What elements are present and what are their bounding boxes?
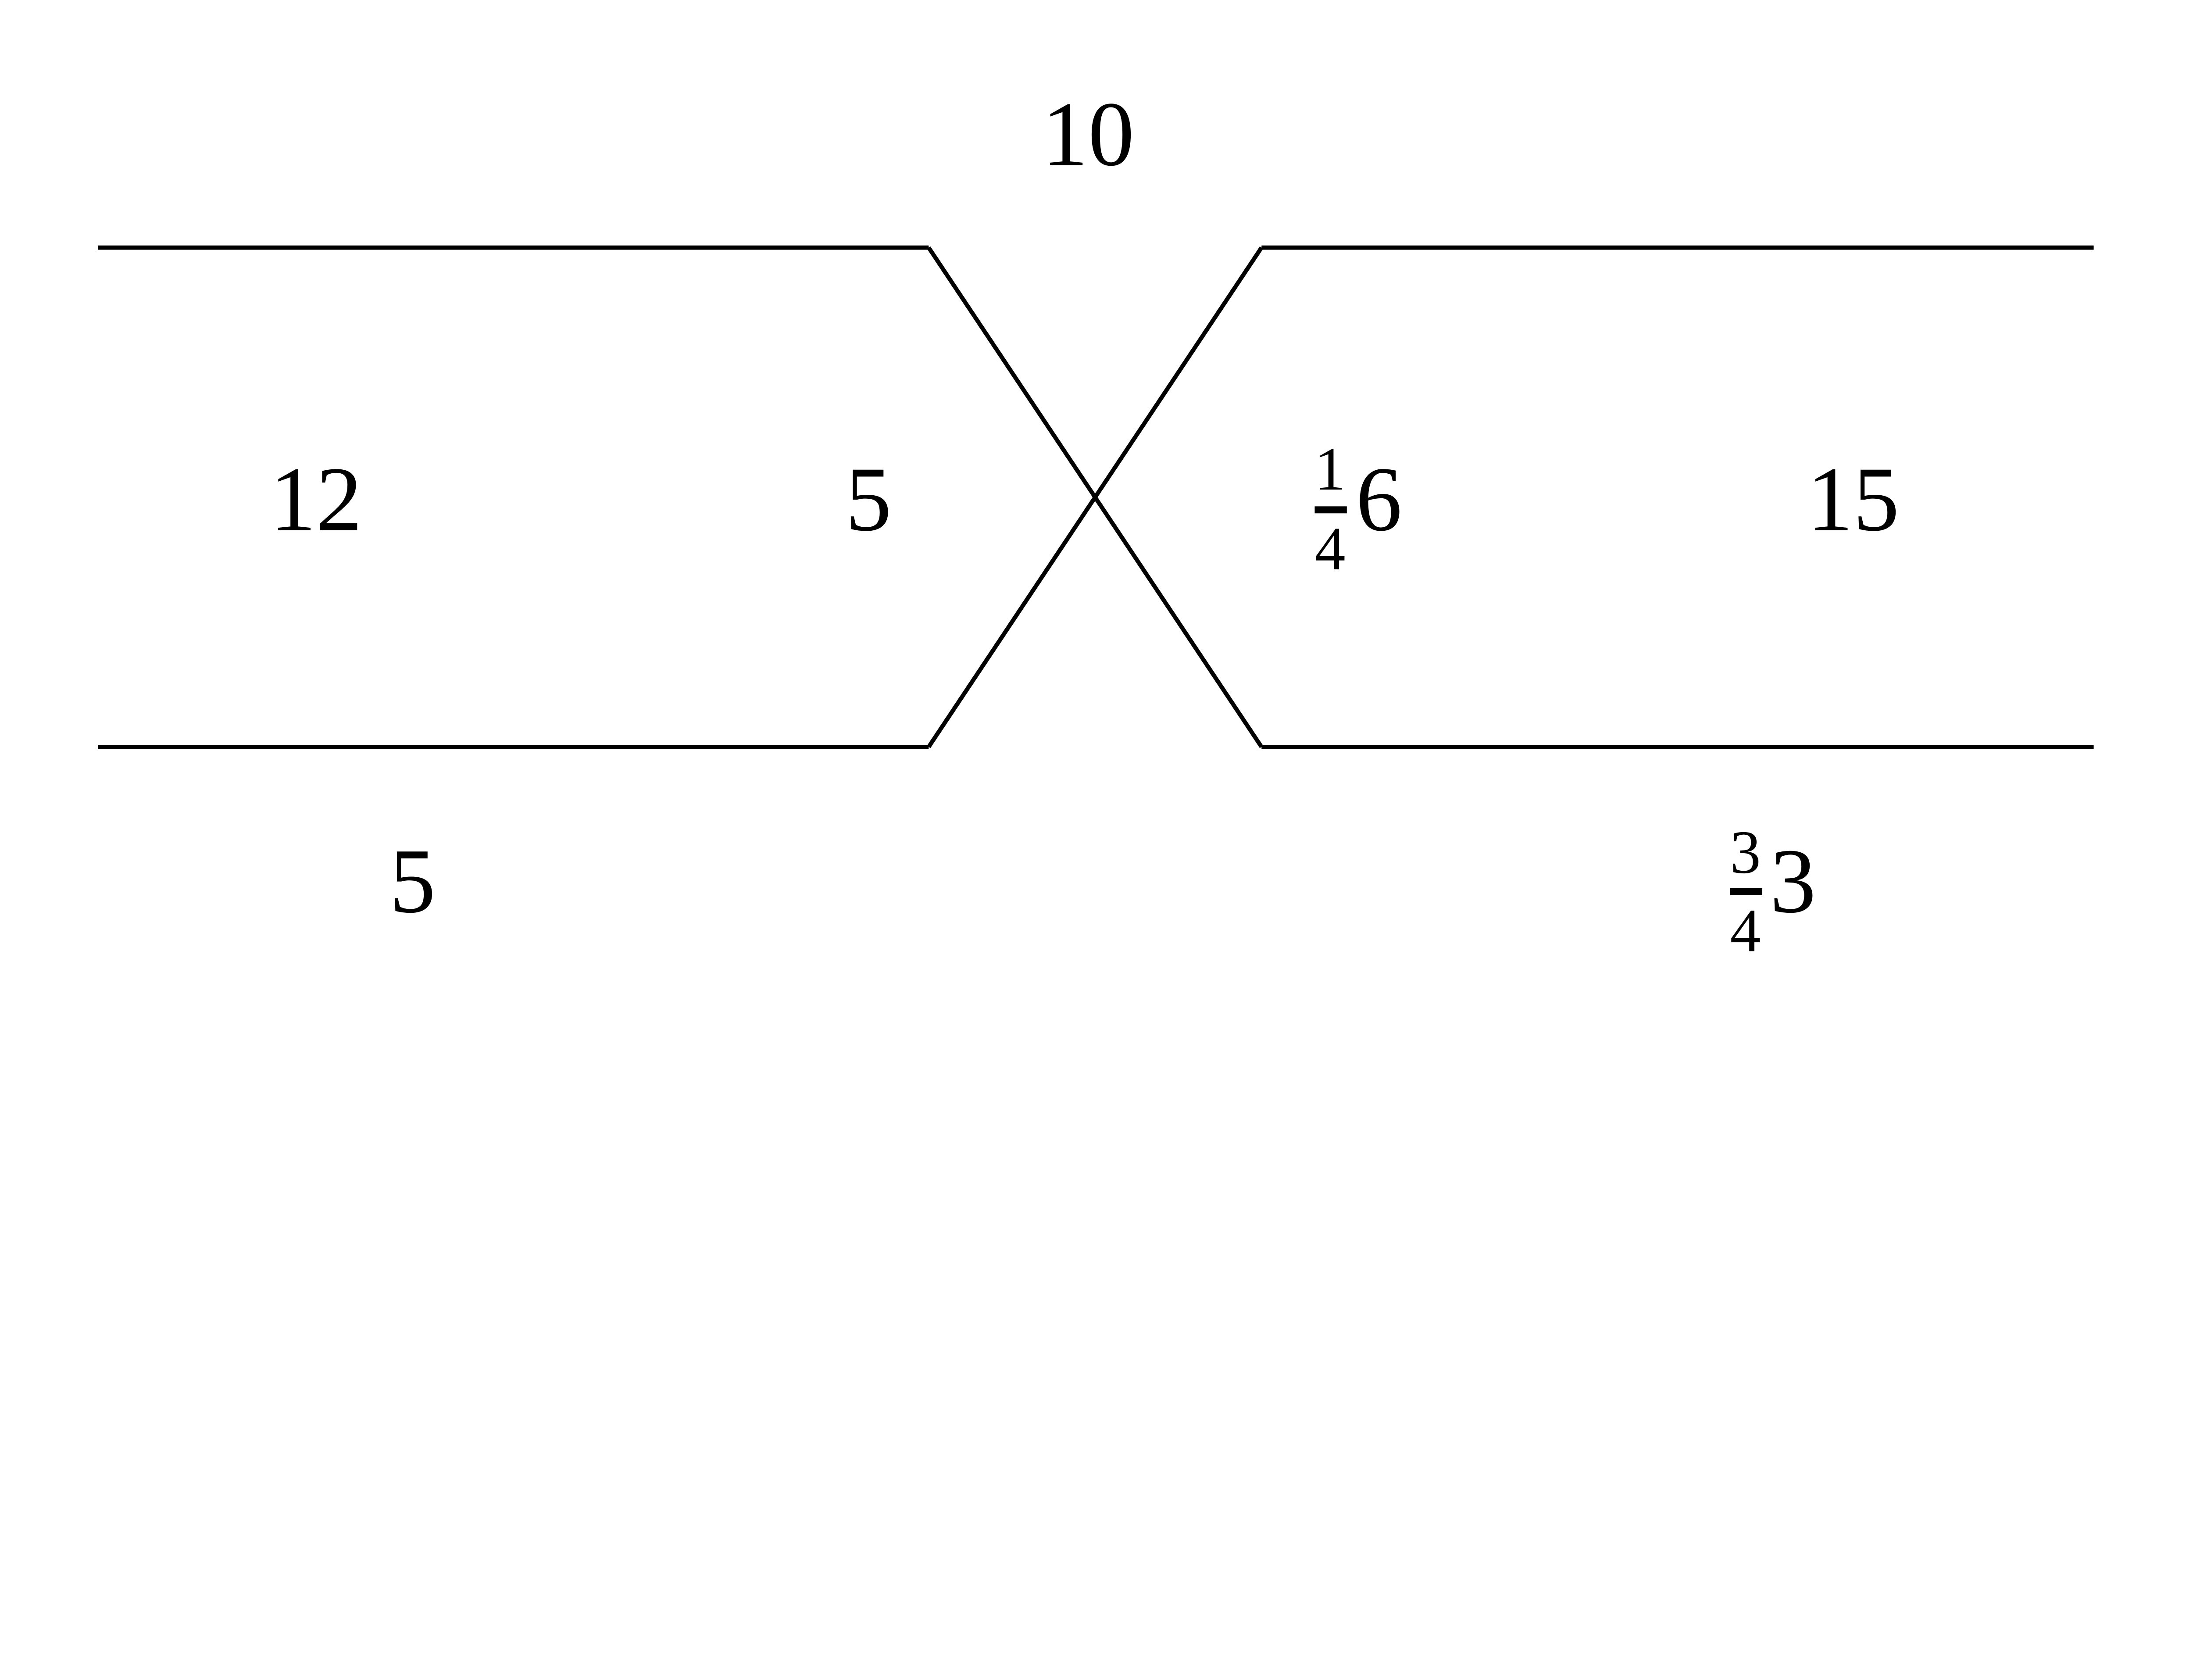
fraction-numerator: 3 xyxy=(1730,819,1761,886)
fraction-bar xyxy=(1314,506,1347,514)
label-right-outer: 15 xyxy=(1807,448,1899,550)
fraction-denominator: 4 xyxy=(1314,515,1345,583)
diagonal-up-line xyxy=(927,246,1264,748)
fraction-bar xyxy=(1730,888,1762,895)
whole-number: 3 xyxy=(1770,829,1816,932)
whole-number: 6 xyxy=(1356,448,1402,550)
label-bottom-right: 3 4 3 xyxy=(1730,819,1816,965)
label-left-inner: 5 xyxy=(846,448,892,550)
fraction-denominator: 4 xyxy=(1730,897,1761,965)
label-right-inner: 1 4 6 xyxy=(1314,435,1402,583)
crossing-diagram: 10 12 5 1 4 6 15 5 3 4 3 xyxy=(98,82,2094,965)
fraction-numerator: 1 xyxy=(1314,435,1345,503)
label-left-outer: 12 xyxy=(270,448,362,550)
label-bottom-left: 5 xyxy=(389,829,436,932)
label-top-center: 10 xyxy=(1042,82,1134,185)
